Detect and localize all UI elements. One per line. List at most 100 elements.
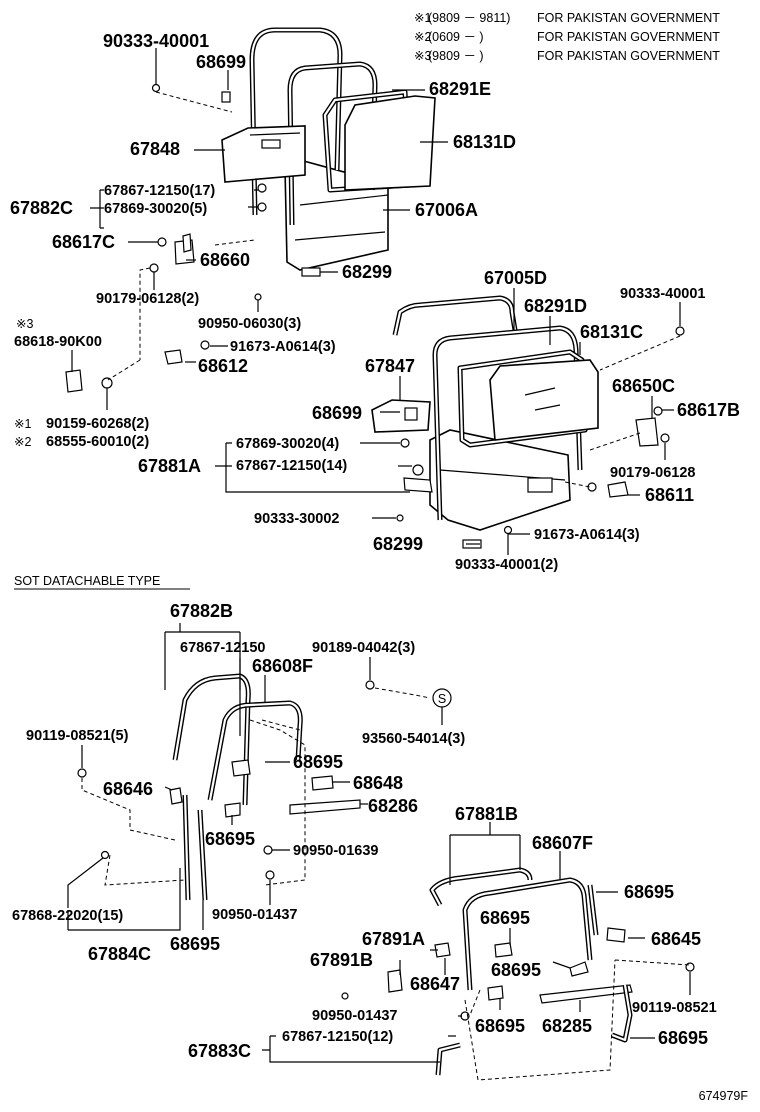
label-90950-01437-b[interactable]: 90950-01437 xyxy=(312,1008,397,1024)
label-67867-12150-12[interactable]: 67867-12150(12) xyxy=(282,1029,393,1045)
label-68645[interactable]: 68645 xyxy=(651,929,701,949)
label-68650C[interactable]: 68650C xyxy=(612,376,675,396)
label-67005D[interactable]: 67005D xyxy=(484,268,547,288)
label-90333-40001-b[interactable]: 90333-40001 xyxy=(620,286,705,302)
label-67867-12150-14[interactable]: 67867-12150(14) xyxy=(236,458,347,474)
label-68555-60010-2[interactable]: 68555-60010(2) xyxy=(46,434,149,450)
label-67847[interactable]: 67847 xyxy=(365,356,415,376)
label-68647[interactable]: 68647 xyxy=(410,974,460,994)
label-67884C[interactable]: 67884C xyxy=(88,944,151,964)
label-90950-01639[interactable]: 90950-01639 xyxy=(293,843,378,859)
label-91673-A0614-3-a[interactable]: 91673-A0614(3) xyxy=(230,339,336,355)
label-90950-06030-3[interactable]: 90950-06030(3) xyxy=(198,316,301,332)
note-1-text: FOR PAKISTAN GOVERNMENT xyxy=(537,11,720,25)
label-68291E[interactable]: 68291E xyxy=(429,79,491,99)
label-68617B[interactable]: 68617B xyxy=(677,400,740,420)
label-90189-04042-3[interactable]: 90189-04042(3) xyxy=(312,640,415,656)
label-68695-e[interactable]: 68695 xyxy=(480,908,530,928)
label-mark3: ※3 xyxy=(16,317,33,331)
label-90119-08521-5[interactable]: 90119-08521(5) xyxy=(26,728,129,744)
bracket-68646 xyxy=(169,787,183,805)
label-67869-30020-4[interactable]: 67869-30020(4) xyxy=(236,436,339,452)
label-90333-40001-a[interactable]: 90333-40001 xyxy=(103,31,209,51)
label-68131C[interactable]: 68131C xyxy=(580,322,643,342)
label-67848[interactable]: 67848 xyxy=(130,139,180,159)
label-67881A[interactable]: 67881A xyxy=(138,456,201,476)
detachable-door-frame-right xyxy=(341,867,695,1081)
label-67882C[interactable]: 67882C xyxy=(10,198,73,218)
label-67868-22020-15[interactable]: 67868-22020(15) xyxy=(12,908,123,924)
label-67882B[interactable]: 67882B xyxy=(170,601,233,621)
note-2-range: (0609 － ) xyxy=(428,30,484,44)
label-68612[interactable]: 68612 xyxy=(198,356,248,376)
door-panel-67005D xyxy=(429,429,571,531)
label-68695-f[interactable]: 68695 xyxy=(491,960,541,980)
label-68291D[interactable]: 68291D xyxy=(524,296,587,316)
label-68607F[interactable]: 68607F xyxy=(532,833,593,853)
bolt-68617B xyxy=(653,406,663,416)
screw-90950-01639 xyxy=(263,845,273,855)
note-3-mark: ※3 xyxy=(414,49,431,63)
section-header: SOT DATACHABLE TYPE xyxy=(14,574,190,590)
screw-90333-40001-b xyxy=(675,326,685,336)
label-90119-08521[interactable]: 90119-08521 xyxy=(632,1000,717,1016)
label-68285[interactable]: 68285 xyxy=(542,1016,592,1036)
note-2-mark: ※2 xyxy=(414,30,431,44)
label-67869-30020-5[interactable]: 67869-30020(5) xyxy=(104,201,207,217)
label-68699-b[interactable]: 68699 xyxy=(312,403,362,423)
weatherstrip-67847 xyxy=(371,399,431,433)
label-68299-b[interactable]: 68299 xyxy=(373,534,423,554)
label-68695-a[interactable]: 68695 xyxy=(293,752,343,772)
label-68695-g[interactable]: 68695 xyxy=(475,1016,525,1036)
rail-68286 xyxy=(289,799,361,815)
label-67006A[interactable]: 67006A xyxy=(415,200,478,220)
label-68618-90K00[interactable]: 68618-90K00 xyxy=(14,334,102,350)
label-67883C[interactable]: 67883C xyxy=(188,1041,251,1061)
part-67891A xyxy=(434,942,451,958)
label-68617C[interactable]: 68617C xyxy=(52,232,115,252)
front-door-assembly xyxy=(65,27,436,393)
door-glass-68131C xyxy=(489,359,599,441)
hinge-68650C xyxy=(635,417,659,447)
section-title: SOT DATACHABLE TYPE xyxy=(14,574,160,588)
screw-90950-01437-a xyxy=(265,870,275,880)
label-93560-54014-3[interactable]: 93560-54014(3) xyxy=(362,731,465,747)
label-90179-06128[interactable]: 90179-06128 xyxy=(610,465,695,481)
label-68299-a[interactable]: 68299 xyxy=(342,262,392,282)
label-68695-c[interactable]: 68695 xyxy=(170,934,220,954)
screw-90333-30002 xyxy=(396,514,404,522)
label-mark1: ※1 xyxy=(14,417,31,431)
label-68660[interactable]: 68660 xyxy=(200,250,250,270)
label-68695-h[interactable]: 68695 xyxy=(658,1028,708,1048)
label-68699-a[interactable]: 68699 xyxy=(196,52,246,72)
figure-code: 674979F xyxy=(699,1089,749,1103)
label-68608F[interactable]: 68608F xyxy=(252,656,313,676)
label-68611[interactable]: 68611 xyxy=(645,485,694,505)
clip-68699-a xyxy=(221,91,231,103)
label-68286[interactable]: 68286 xyxy=(368,796,418,816)
bolt-68617C xyxy=(157,237,167,247)
label-67881B[interactable]: 67881B xyxy=(455,804,518,824)
part-labels: 90333-40001 68699 68291E 67848 68131D 67… xyxy=(10,31,740,1061)
label-90950-01437-a[interactable]: 90950-01437 xyxy=(212,907,297,923)
label-68646[interactable]: 68646 xyxy=(103,779,153,799)
note-3-text: FOR PAKISTAN GOVERNMENT xyxy=(537,49,720,63)
label-91673-A0614-3-b[interactable]: 91673-A0614(3) xyxy=(534,527,640,543)
label-90333-40001-2[interactable]: 90333-40001(2) xyxy=(455,557,558,573)
label-90159-60268-2[interactable]: 90159-60268(2) xyxy=(46,416,149,432)
label-90179-06128-2[interactable]: 90179-06128(2) xyxy=(96,291,199,307)
label-67867-12150[interactable]: 67867-12150 xyxy=(180,640,265,656)
notes-block: ※1 (9809 － 9811) FOR PAKISTAN GOVERNMENT… xyxy=(414,11,720,63)
label-67891B[interactable]: 67891B xyxy=(310,950,373,970)
label-67891A[interactable]: 67891A xyxy=(362,929,425,949)
label-68648[interactable]: 68648 xyxy=(353,773,403,793)
clip-68699-b xyxy=(404,407,418,421)
label-90333-30002[interactable]: 90333-30002 xyxy=(254,511,339,527)
label-68695-b[interactable]: 68695 xyxy=(205,829,255,849)
label-68695-d[interactable]: 68695 xyxy=(624,882,674,902)
label-68131D[interactable]: 68131D xyxy=(453,132,516,152)
bolt-90119-08521-5 xyxy=(77,768,87,778)
label-67867-12150-17[interactable]: 67867-12150(17) xyxy=(104,183,215,199)
label-mark2: ※2 xyxy=(14,435,31,449)
